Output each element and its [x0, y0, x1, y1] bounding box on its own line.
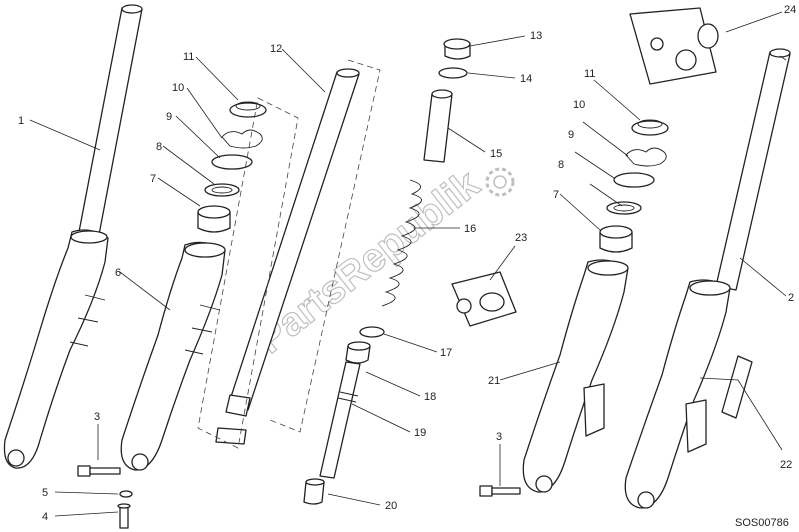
part-19-damper-rod[interactable]	[319, 361, 361, 479]
callout-1: 1	[18, 115, 24, 127]
callout-21: 21	[488, 375, 500, 387]
part-23-clamp[interactable]	[451, 271, 517, 327]
callout-7-left: 7	[150, 173, 156, 185]
callout-10-right: 10	[573, 99, 585, 111]
callout-5: 5	[42, 487, 48, 499]
part-11-cap[interactable]	[229, 101, 267, 118]
part-8-washer-right[interactable]	[606, 201, 642, 215]
callout-13: 13	[530, 30, 542, 42]
part-21-fork-leg-right[interactable]	[522, 259, 629, 493]
callout-11-left: 11	[183, 51, 194, 63]
part-20-bushing[interactable]	[303, 478, 325, 505]
part-7-bushing-right[interactable]	[599, 225, 633, 253]
callout-20: 20	[385, 500, 397, 512]
part-15-adjuster-rod[interactable]	[423, 89, 453, 163]
gear-icon	[485, 167, 515, 197]
part-7-bushing[interactable]	[197, 205, 231, 233]
callout-10-left: 10	[172, 82, 184, 94]
callout-4: 4	[42, 511, 48, 523]
callout-8-right: 8	[558, 159, 564, 171]
callout-24: 24	[784, 4, 796, 16]
part-11-cap-right[interactable]	[631, 119, 669, 136]
part-16-fork-spring[interactable]	[381, 179, 422, 307]
part-5-washer-left[interactable]	[119, 490, 133, 498]
part-13-top-cap[interactable]	[443, 38, 471, 60]
part-10-clip-right[interactable]	[625, 147, 667, 167]
callout-7-right: 7	[553, 189, 559, 201]
part-10-clip[interactable]	[221, 129, 263, 149]
callout-22: 22	[780, 459, 792, 471]
part-22-guard[interactable]	[721, 355, 753, 419]
callout-16: 16	[464, 223, 476, 235]
callout-11-right: 11	[584, 68, 595, 80]
diagram-code: SOS00786	[735, 517, 789, 529]
part-3-bolt-left[interactable]	[77, 465, 121, 477]
callout-18: 18	[424, 391, 436, 403]
callout-8-left: 8	[156, 141, 162, 153]
callout-3-right: 3	[496, 431, 502, 443]
callout-9-left: 9	[166, 111, 172, 123]
callout-15: 15	[490, 148, 502, 160]
part-12-damper-tube[interactable]	[197, 59, 381, 449]
callout-2: 2	[788, 292, 794, 304]
part-6-fork-leg[interactable]	[120, 241, 226, 471]
part-4-screw-left[interactable]	[117, 503, 131, 529]
callout-14: 14	[520, 73, 532, 85]
leader-lines	[29, 11, 787, 517]
part-1-left-fork-leg[interactable]	[3, 4, 143, 469]
callout-17: 17	[440, 347, 452, 359]
part-3-bolt-right[interactable]	[479, 485, 521, 497]
part-18-piston[interactable]	[345, 341, 371, 364]
part-8-washer[interactable]	[204, 183, 240, 197]
part-9-seal-right[interactable]	[613, 172, 655, 188]
callout-6: 6	[115, 267, 121, 279]
part-14-o-ring[interactable]	[438, 67, 468, 79]
part-9-seal[interactable]	[211, 154, 253, 170]
part-17-ring[interactable]	[359, 326, 385, 338]
part-24-clamp[interactable]	[629, 7, 719, 85]
callout-9-right: 9	[568, 129, 574, 141]
callouts: 1 2 3 3 4 5 6 7 7 8 8 9 9 10 10 11 11 12…	[18, 4, 796, 523]
callout-19: 19	[414, 427, 426, 439]
callout-12: 12	[270, 43, 282, 55]
callout-3-left: 3	[94, 411, 100, 423]
part-2-right-fork-leg[interactable]	[624, 48, 791, 509]
callout-23: 23	[515, 232, 527, 244]
